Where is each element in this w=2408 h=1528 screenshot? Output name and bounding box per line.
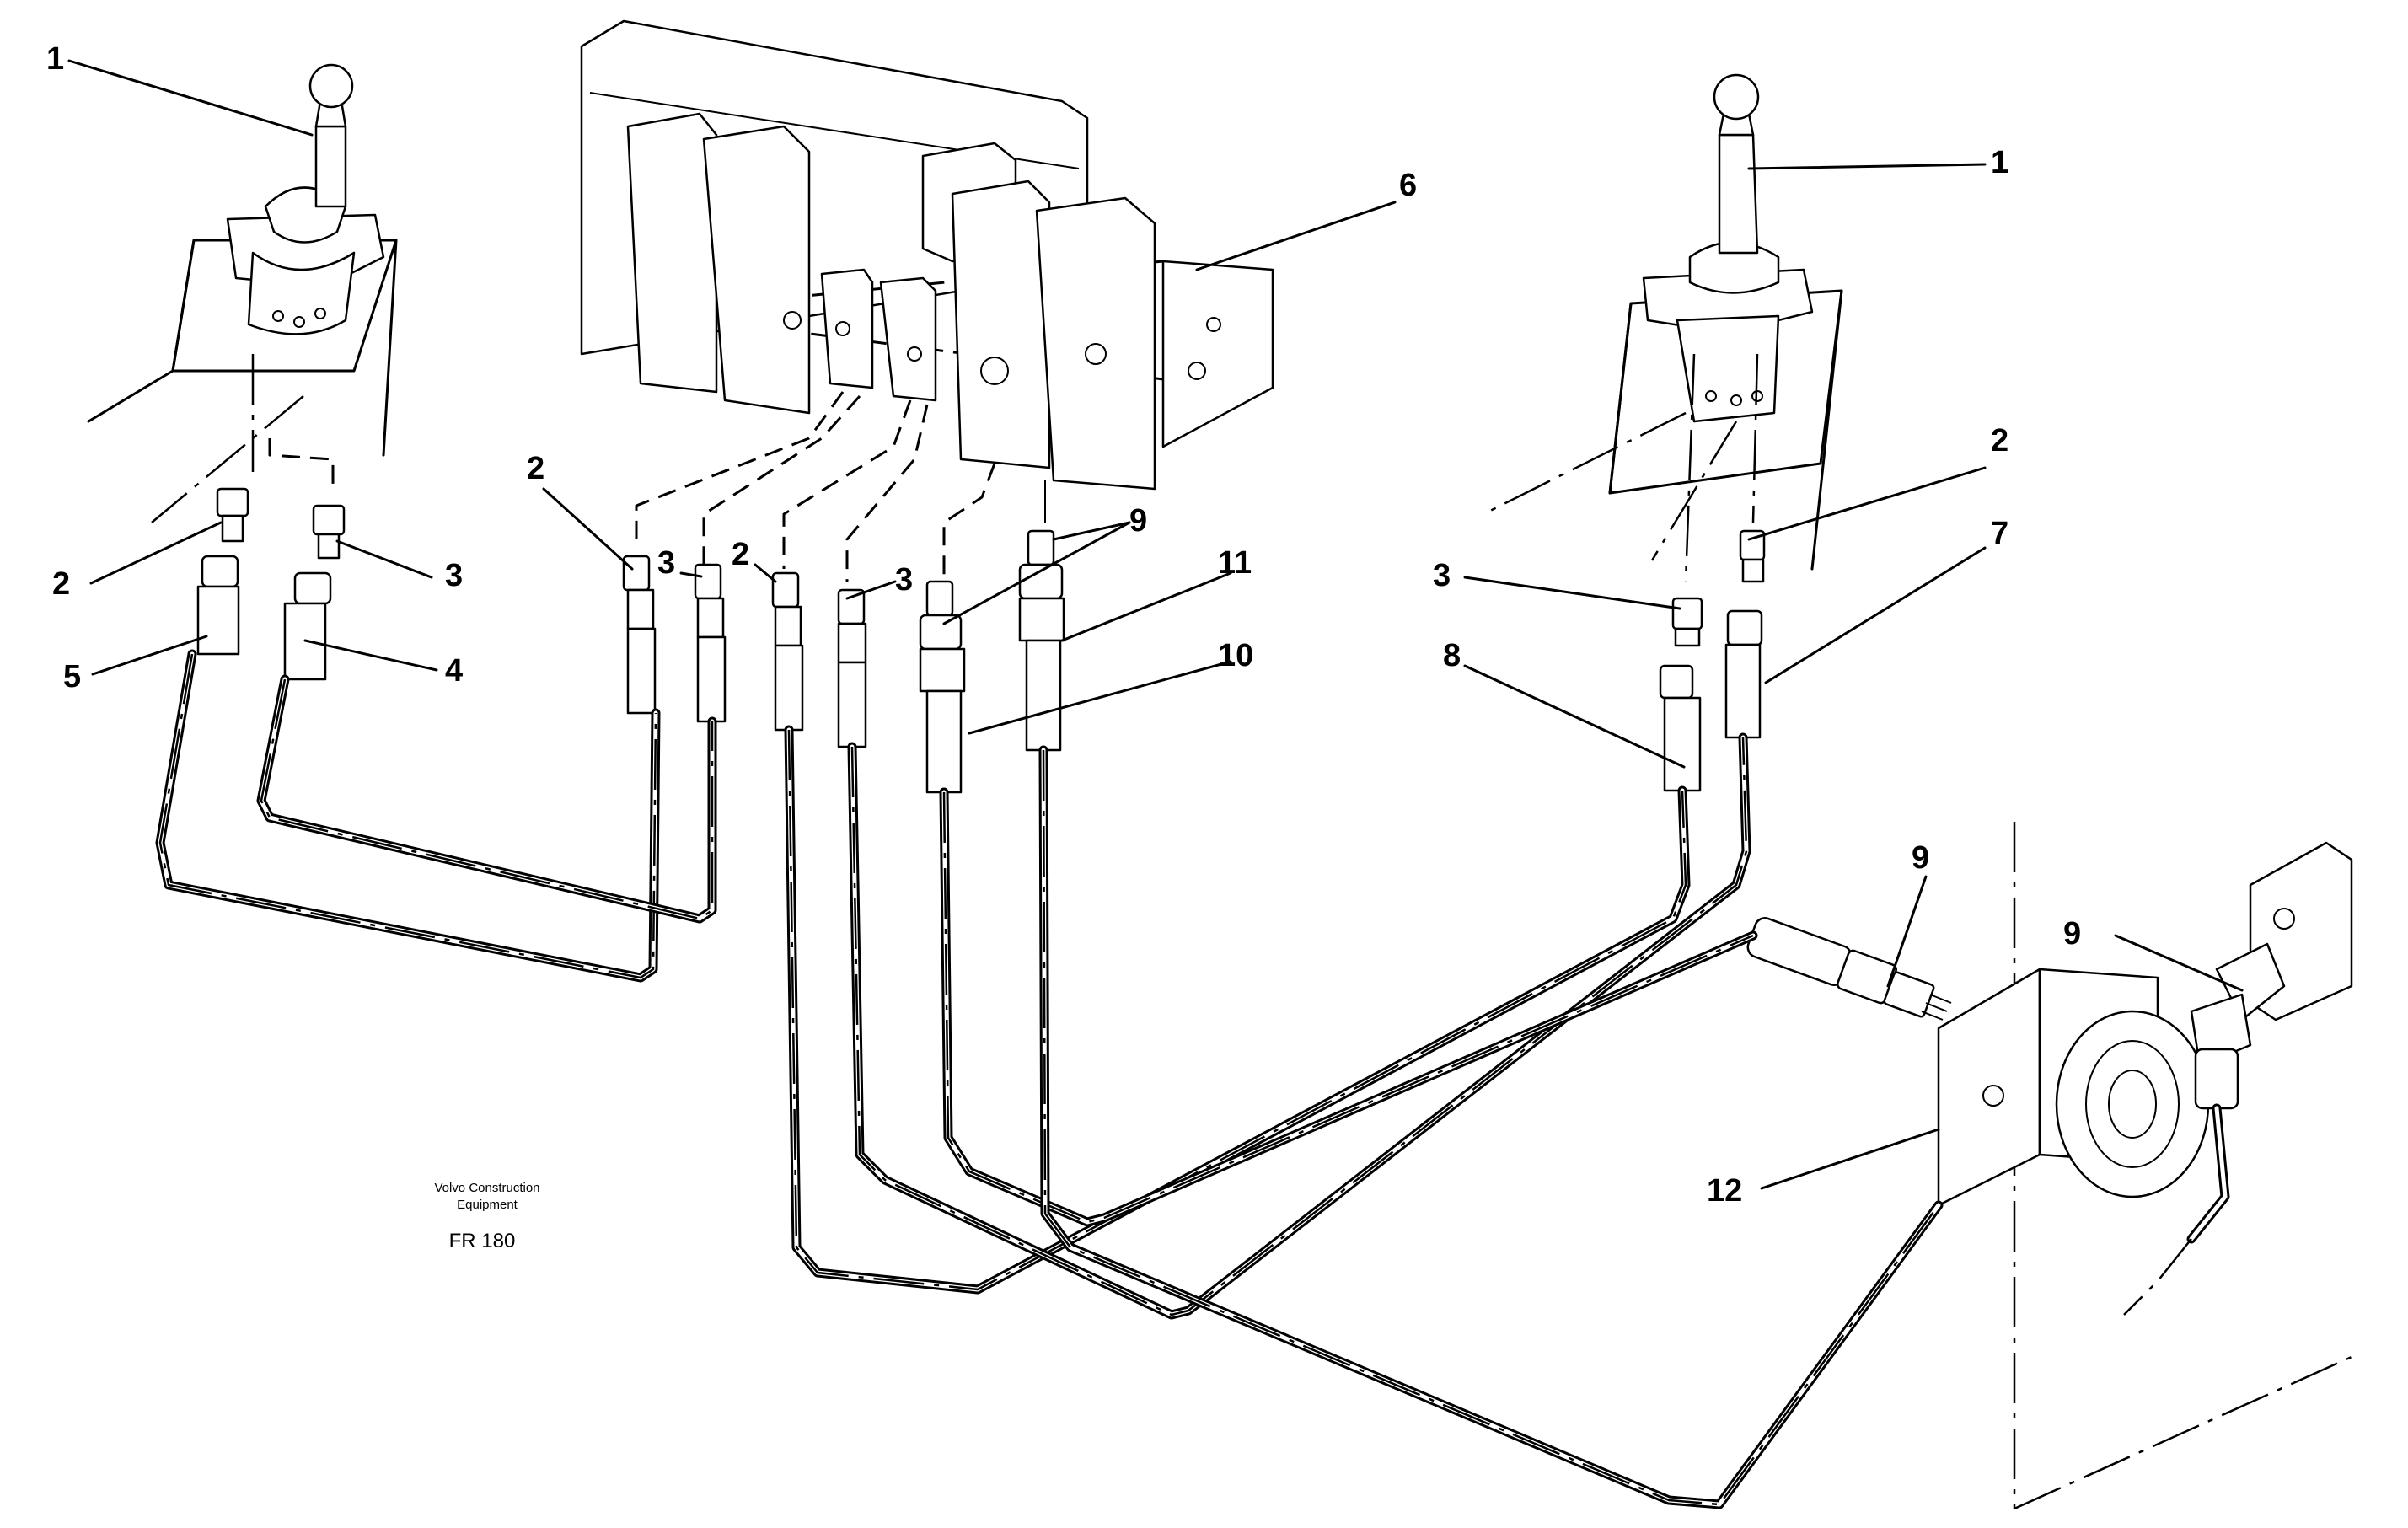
left-hose-4 xyxy=(283,571,332,681)
left-joystick xyxy=(87,63,398,523)
left-hose-5 xyxy=(196,555,240,656)
callout-left-adapter-3: 3 xyxy=(445,558,463,593)
callout-valve-adapter-3b: 3 xyxy=(895,562,913,598)
callout-right-adapter-2: 2 xyxy=(1991,423,2008,458)
callout-labels: 1 1 2 3 4 5 6 7 8 2 3 2 3 2 3 9 11 10 9 … xyxy=(46,41,2081,1209)
valve-fittings xyxy=(622,529,1065,794)
callout-valve-nipple-9: 9 xyxy=(1129,503,1147,539)
caption: Volvo Construction Equipment FR 180 xyxy=(434,1181,539,1252)
callout-right-adapter-3: 3 xyxy=(1433,558,1451,593)
caption-line2: Equipment xyxy=(457,1198,518,1212)
caption-line1: Volvo Construction xyxy=(434,1181,539,1195)
leader-lines xyxy=(67,59,2244,1190)
callout-left-hose-4: 4 xyxy=(445,653,463,689)
callout-hose-10: 10 xyxy=(1218,638,1253,673)
callout-left-hose-5: 5 xyxy=(63,659,81,694)
valve-pilot-lines xyxy=(635,391,1046,582)
callout-right-hose-7: 7 xyxy=(1991,516,2008,551)
control-valve-block xyxy=(580,19,1274,491)
callout-valve-adapter-3a: 3 xyxy=(657,545,675,581)
callout-left-adapter-2: 2 xyxy=(52,566,70,602)
callout-hose-11: 11 xyxy=(1218,545,1252,581)
caption-code: FR 180 xyxy=(449,1230,516,1252)
callout-pump: 12 xyxy=(1707,1173,1742,1209)
right-joystick xyxy=(1483,73,1843,582)
callout-right-hose-8: 8 xyxy=(1443,638,1461,673)
left-adapter-2 xyxy=(216,487,249,543)
callout-valve-adapter-2b: 2 xyxy=(732,537,749,572)
pump-assembly xyxy=(1746,822,2353,1510)
callout-pump-nipple-9b: 9 xyxy=(2063,916,2081,952)
left-adapter-3 xyxy=(312,504,346,560)
callout-left-joystick: 1 xyxy=(46,41,64,77)
callout-right-joystick: 1 xyxy=(1991,145,2008,180)
callout-pump-nipple-9a: 9 xyxy=(1912,840,1929,876)
right-fittings xyxy=(1659,529,1766,792)
callout-valve-block: 6 xyxy=(1399,168,1417,203)
callout-valve-adapter-2a: 2 xyxy=(527,451,544,486)
hose-routing xyxy=(155,649,2192,1509)
